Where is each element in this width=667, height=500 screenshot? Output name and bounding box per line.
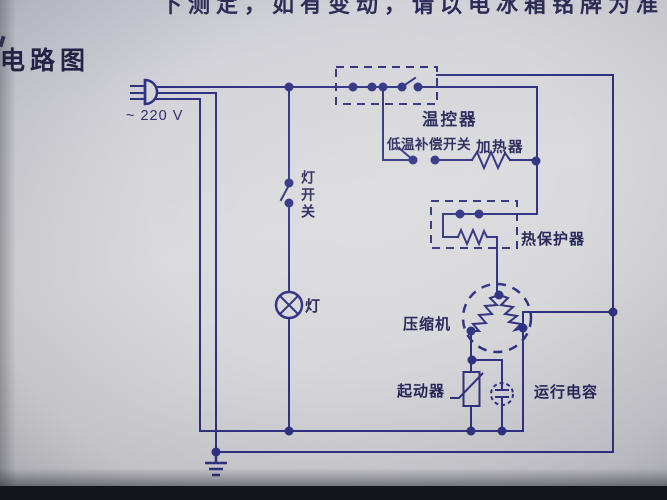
cutoff-header-text: 下测定，如有变动，请以电冰箱铭牌为准 bbox=[160, 0, 665, 17]
thermostat-label: 温控器 bbox=[422, 111, 478, 129]
thermal-protector-box bbox=[430, 200, 518, 249]
heater-resistor bbox=[470, 149, 512, 171]
voltage-label: ~ 220 V bbox=[126, 108, 184, 124]
starter-icon bbox=[450, 371, 484, 407]
power-plug-icon bbox=[143, 78, 159, 106]
thermostat-box bbox=[335, 66, 438, 105]
starter-label: 起动器 bbox=[397, 383, 446, 400]
bottom-wire bbox=[153, 98, 524, 432]
thermal-protector-label: 热保护器 bbox=[521, 231, 586, 248]
right-rail-wire bbox=[215, 74, 614, 453]
table-surface-band bbox=[0, 486, 667, 500]
compressor-winding-right bbox=[497, 293, 525, 332]
lamp-label: 灯 bbox=[305, 298, 321, 315]
live-wire bbox=[152, 86, 538, 296]
heater-label: 加热器 bbox=[476, 140, 524, 156]
compensation-branch-wire bbox=[382, 87, 538, 162]
run-capacitor-label: 运行电容 bbox=[534, 384, 599, 401]
ground-icon bbox=[205, 452, 227, 477]
lamp-switch-label: 灯开关 bbox=[300, 170, 316, 221]
run-capacitor-icon bbox=[490, 382, 514, 406]
compressor-terminal-wires bbox=[470, 311, 614, 432]
page-title: 电路图 bbox=[0, 47, 91, 75]
neutral-wire bbox=[156, 92, 217, 453]
plug-prongs bbox=[130, 85, 146, 100]
wires bbox=[130, 74, 614, 453]
junction-dots bbox=[211, 82, 618, 457]
compressor-circle bbox=[461, 282, 533, 354]
lamp-branch-wire bbox=[279, 86, 291, 432]
protector-resistor bbox=[456, 227, 489, 247]
lamp-icon bbox=[274, 290, 304, 320]
low-temp-switch-label: 低温补偿开关 bbox=[387, 137, 471, 152]
compressor-winding-left bbox=[470, 293, 501, 332]
compressor-label: 压缩机 bbox=[403, 316, 452, 333]
